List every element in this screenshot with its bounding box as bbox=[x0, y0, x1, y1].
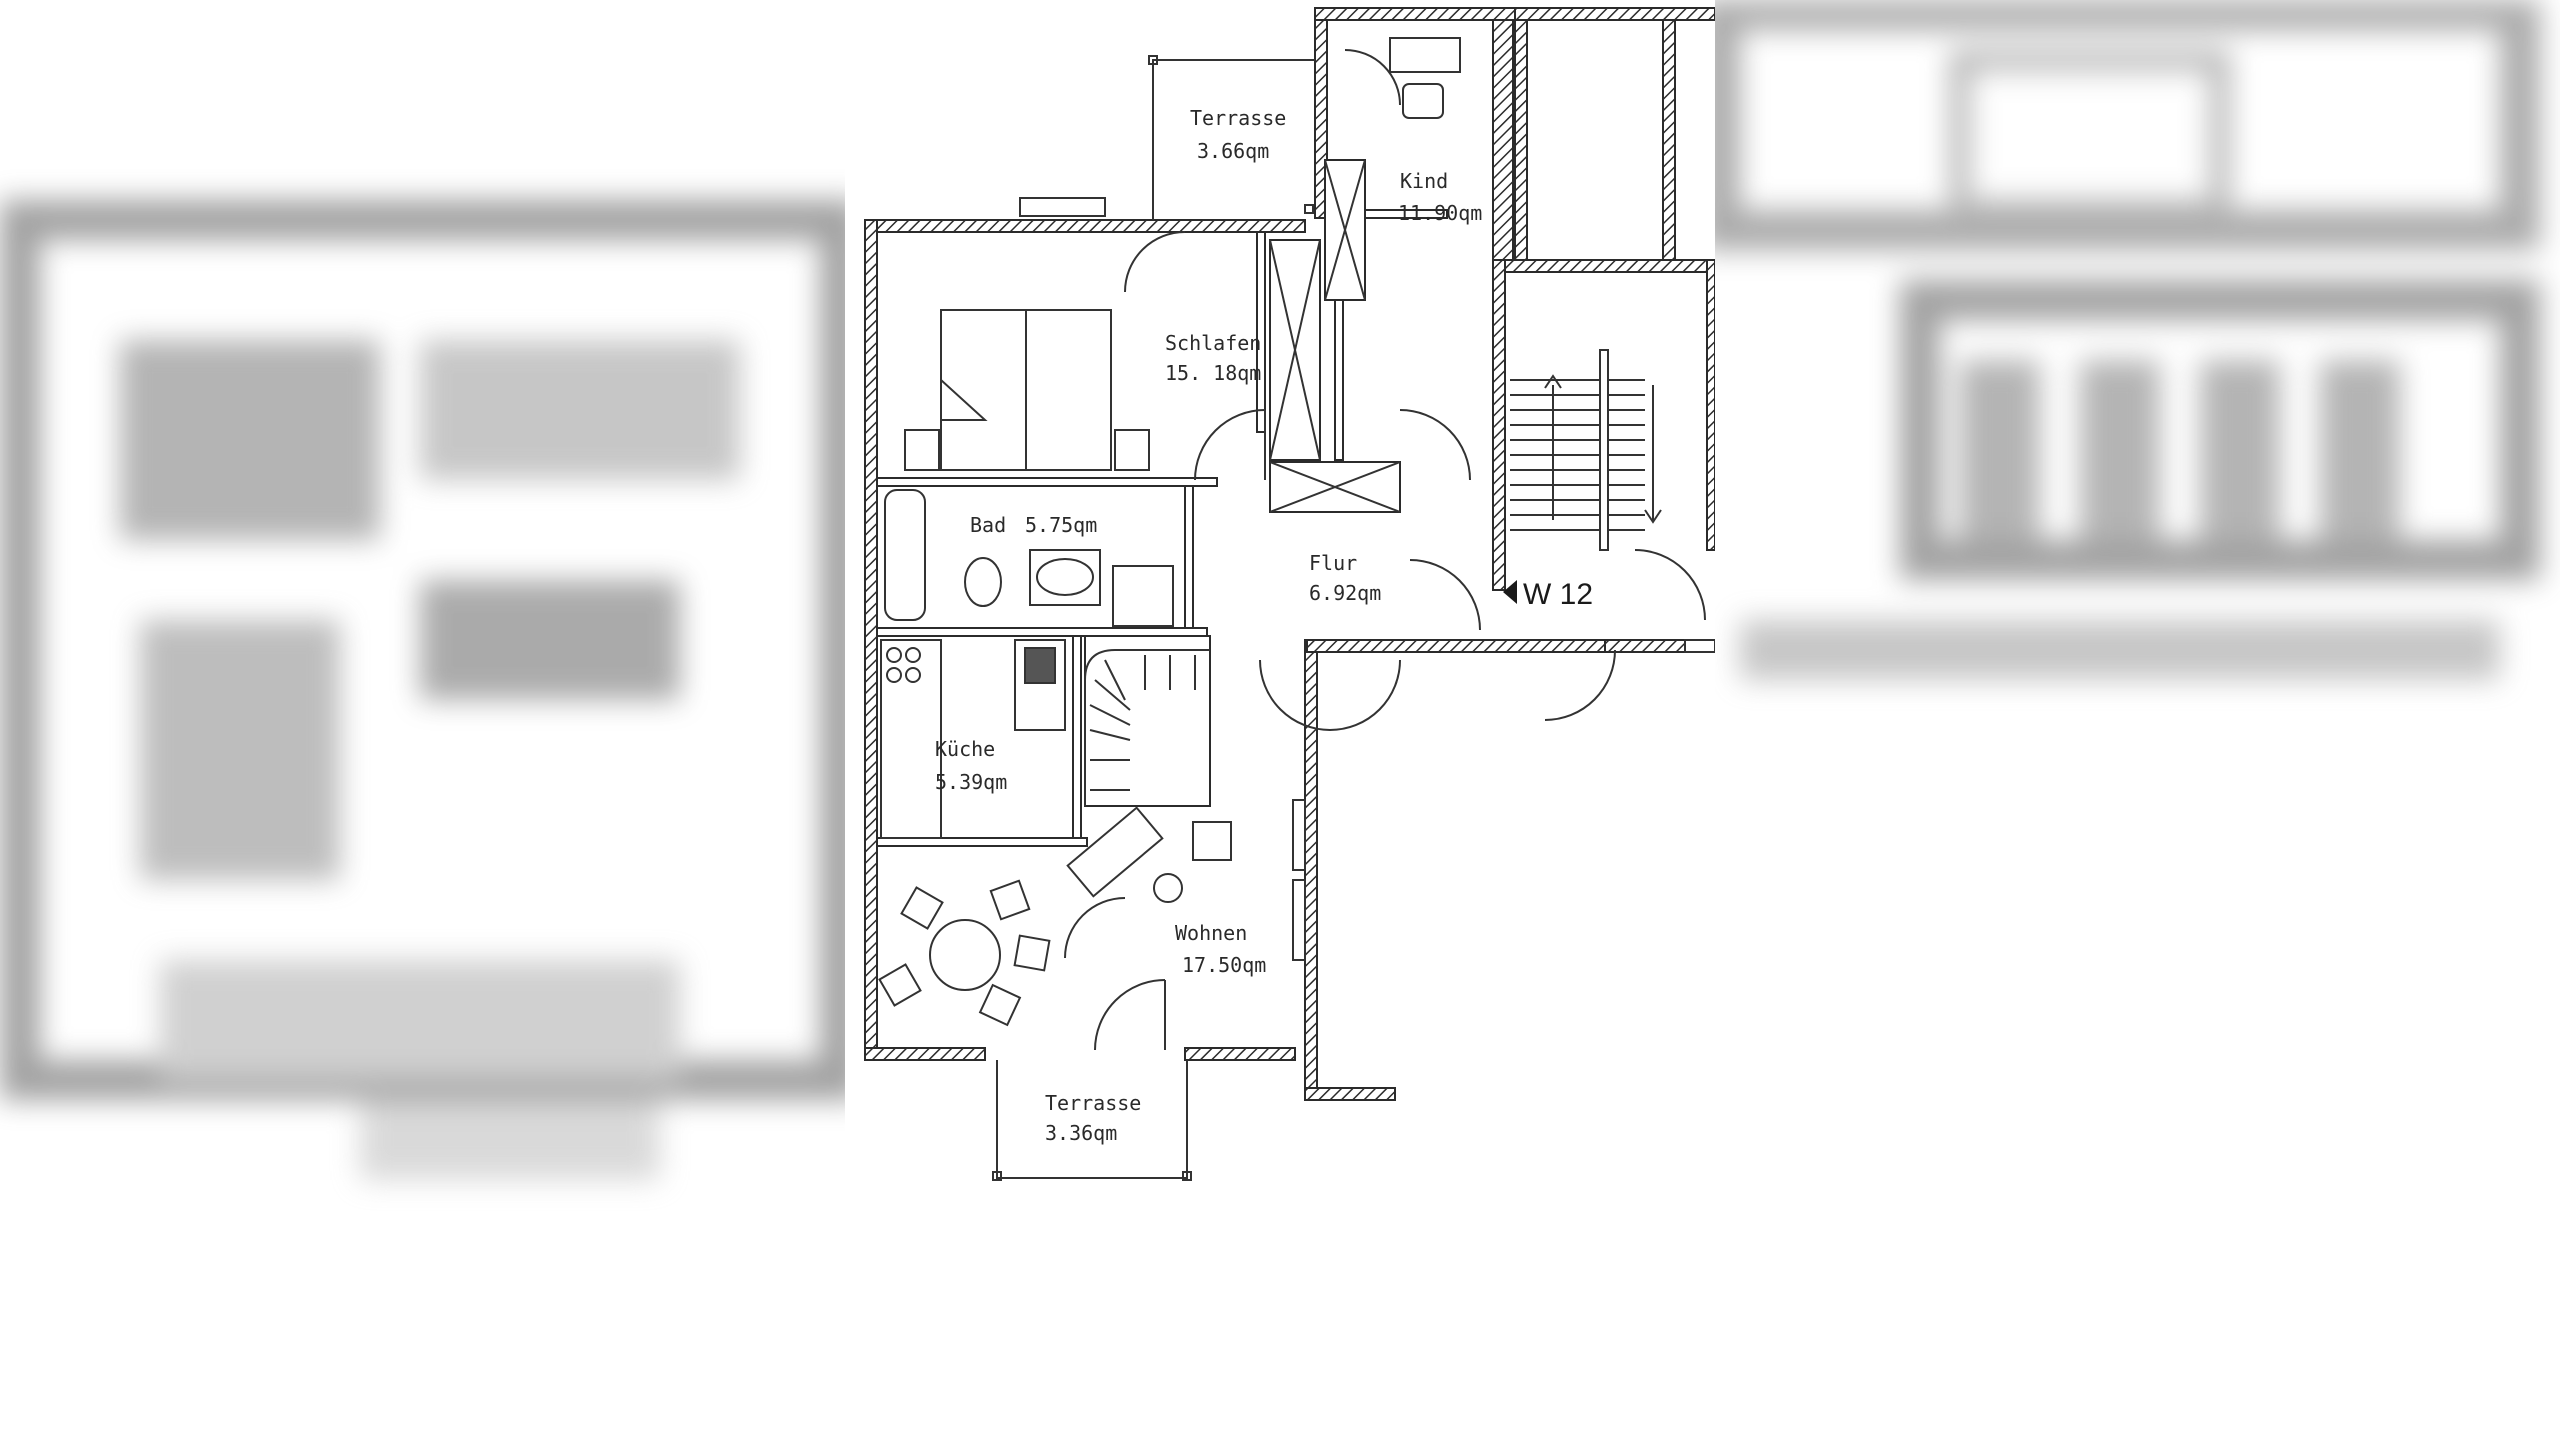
terrace-outlines bbox=[992, 55, 1315, 1181]
blurred-plan-background-right bbox=[1700, 0, 2540, 680]
room-area-kind: 11.90qm bbox=[1398, 201, 1482, 225]
staircase-w12 bbox=[1510, 349, 1662, 551]
room-name-terrasse-top: Terrasse bbox=[1190, 106, 1286, 130]
floor-plan-panel: Terrasse 3.66qm Kind 11.90qm Schlafen 15… bbox=[845, 0, 1715, 1220]
window-openings bbox=[1019, 197, 1715, 653]
floor-plan-drawing: Terrasse 3.66qm Kind 11.90qm Schlafen 15… bbox=[864, 7, 1715, 1181]
room-area-terrasse-bottom: 3.36qm bbox=[1045, 1121, 1117, 1145]
bathroom-fixtures bbox=[884, 489, 1174, 627]
door-swings bbox=[1064, 49, 1706, 1051]
kind-furniture bbox=[1389, 37, 1461, 119]
room-area-kueche: 5.39qm bbox=[935, 770, 1007, 794]
labels: Terrasse 3.66qm Kind 11.90qm Schlafen 15… bbox=[935, 106, 1593, 1145]
room-name-terrasse-bottom: Terrasse bbox=[1045, 1091, 1141, 1115]
room-name-kueche: Küche bbox=[935, 737, 995, 761]
kitchen-fixtures bbox=[880, 639, 1066, 839]
closet-crosses bbox=[1269, 159, 1401, 513]
exterior-walls bbox=[864, 7, 1715, 1101]
entrance-arrow-icon bbox=[1503, 580, 1517, 604]
room-area-bad: 5.75qm bbox=[1025, 513, 1097, 537]
room-area-schlafen: 15. 18qm bbox=[1165, 361, 1261, 385]
room-name-bad: Bad bbox=[970, 513, 1006, 537]
living-furniture bbox=[878, 799, 1306, 1027]
unit-label: W 12 bbox=[1523, 578, 1593, 611]
room-area-terrasse-top: 3.66qm bbox=[1197, 139, 1269, 163]
room-name-wohnen: Wohnen bbox=[1175, 921, 1247, 945]
room-name-flur: Flur bbox=[1309, 551, 1357, 575]
room-area-flur: 6.92qm bbox=[1309, 581, 1381, 605]
blurred-plan-background-left bbox=[0, 200, 860, 1180]
room-name-schlafen: Schlafen bbox=[1165, 331, 1261, 355]
stairs bbox=[1084, 649, 1210, 806]
bed bbox=[904, 309, 1150, 471]
room-area-wohnen: 17.50qm bbox=[1182, 953, 1266, 977]
room-name-kind: Kind bbox=[1400, 169, 1448, 193]
